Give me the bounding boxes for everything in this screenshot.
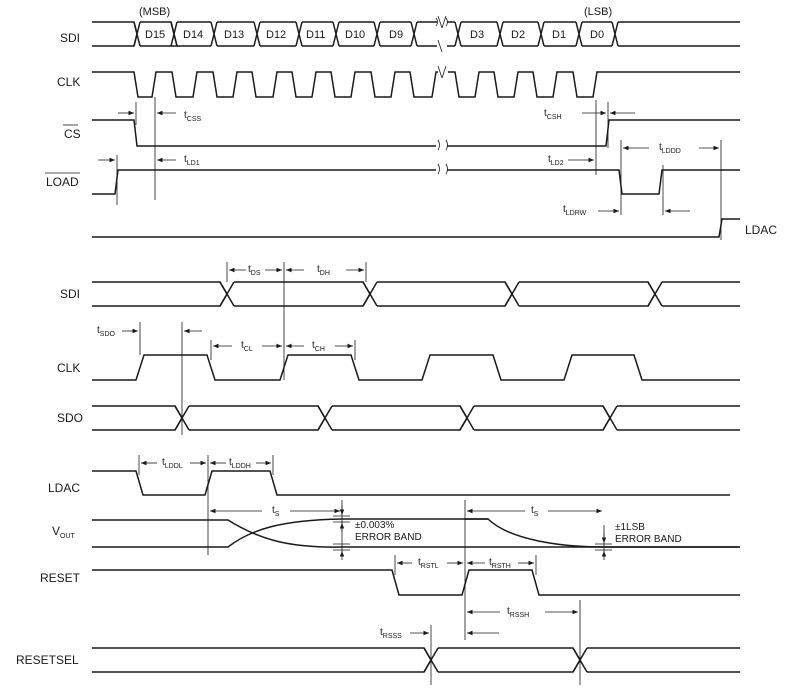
bit-d2: D2 [511,29,525,41]
label-tld2: tLD2 [548,154,564,167]
clk-bottom-waveform [92,354,740,381]
bit-d10: D10 [345,29,365,41]
label-vout: VOUT [52,524,76,540]
sdi-bottom-waveform [92,281,740,307]
label-ts-2: tS [531,505,539,518]
reset-waveform [92,569,740,596]
bit-d9: D9 [389,29,403,41]
bit-d12: D12 [266,29,286,41]
error-band-1-value: ±0.003% [355,520,395,531]
label-tcsh: tCSH [544,108,562,121]
label-tldrw: tLDRW [563,204,587,217]
label-ldac-top: LDAC [745,223,777,237]
label-tcss: tCSS [184,110,202,123]
resetsel-waveform [92,647,740,673]
label-ldac-bottom: LDAC [48,481,80,495]
label-ts-1: tS [272,505,280,518]
sdo-waveform [92,405,740,431]
top-timing-guides [116,97,722,240]
bit-d1: D1 [552,29,566,41]
error-band-1-label: ERROR BAND [355,532,422,543]
label-clk-top: CLK [57,75,80,89]
label-cs: CS [64,127,81,141]
label-tds: tDS [248,264,261,277]
label-trssh: tRSSH [507,606,529,619]
sdi-top-waveform [92,15,740,53]
label-trstl: tRSTL [418,557,439,570]
label-tlddl: tLDDL [162,457,183,470]
label-tdh: tDH [317,264,330,277]
label-tcl: tCL [241,340,253,353]
label-sdo: SDO [57,411,83,425]
sdi-top-bits: (MSB) (LSB) D15 D14 D13 D12 D11 D10 D9 D… [139,6,612,41]
lsb-label: (LSB) [584,6,612,18]
label-trsth: tRSTH [489,557,511,570]
label-sdi-bottom: SDI [60,287,80,301]
label-clk-bottom: CLK [57,361,80,375]
ldac-top-waveform [92,218,740,238]
cs-waveform [92,119,740,151]
label-trsss: tRSSS [380,627,402,640]
clk-top-waveform [92,65,740,98]
msb-label: (MSB) [139,6,170,18]
bottom-timing-arrows [122,267,602,636]
label-tlddd: tLDDD [659,142,681,155]
label-tld1: tLD1 [184,154,200,167]
bit-d15: D15 [145,29,165,41]
bit-d0: D0 [590,29,604,41]
load-waveform [92,163,740,195]
bit-d14: D14 [183,29,203,41]
bottom-timing-guides [138,262,605,685]
label-resetsel: RESETSEL [16,653,79,667]
top-timing-arrows [98,110,719,214]
bit-d11: D11 [306,29,325,41]
label-reset: RESET [40,571,81,585]
label-tsdo: tSDO [97,325,116,338]
label-sdi-top: SDI [60,31,80,45]
label-tlddh: tLDDH [229,457,251,470]
label-load: LOAD [46,175,79,189]
error-band-2-value: ±1LSB [615,522,645,533]
bit-d3: D3 [470,29,484,41]
error-band-2-label: ERROR BAND [615,534,682,545]
bit-d13: D13 [224,29,244,41]
label-tch: tCH [312,340,325,353]
ldac-bottom-waveform [92,470,730,496]
